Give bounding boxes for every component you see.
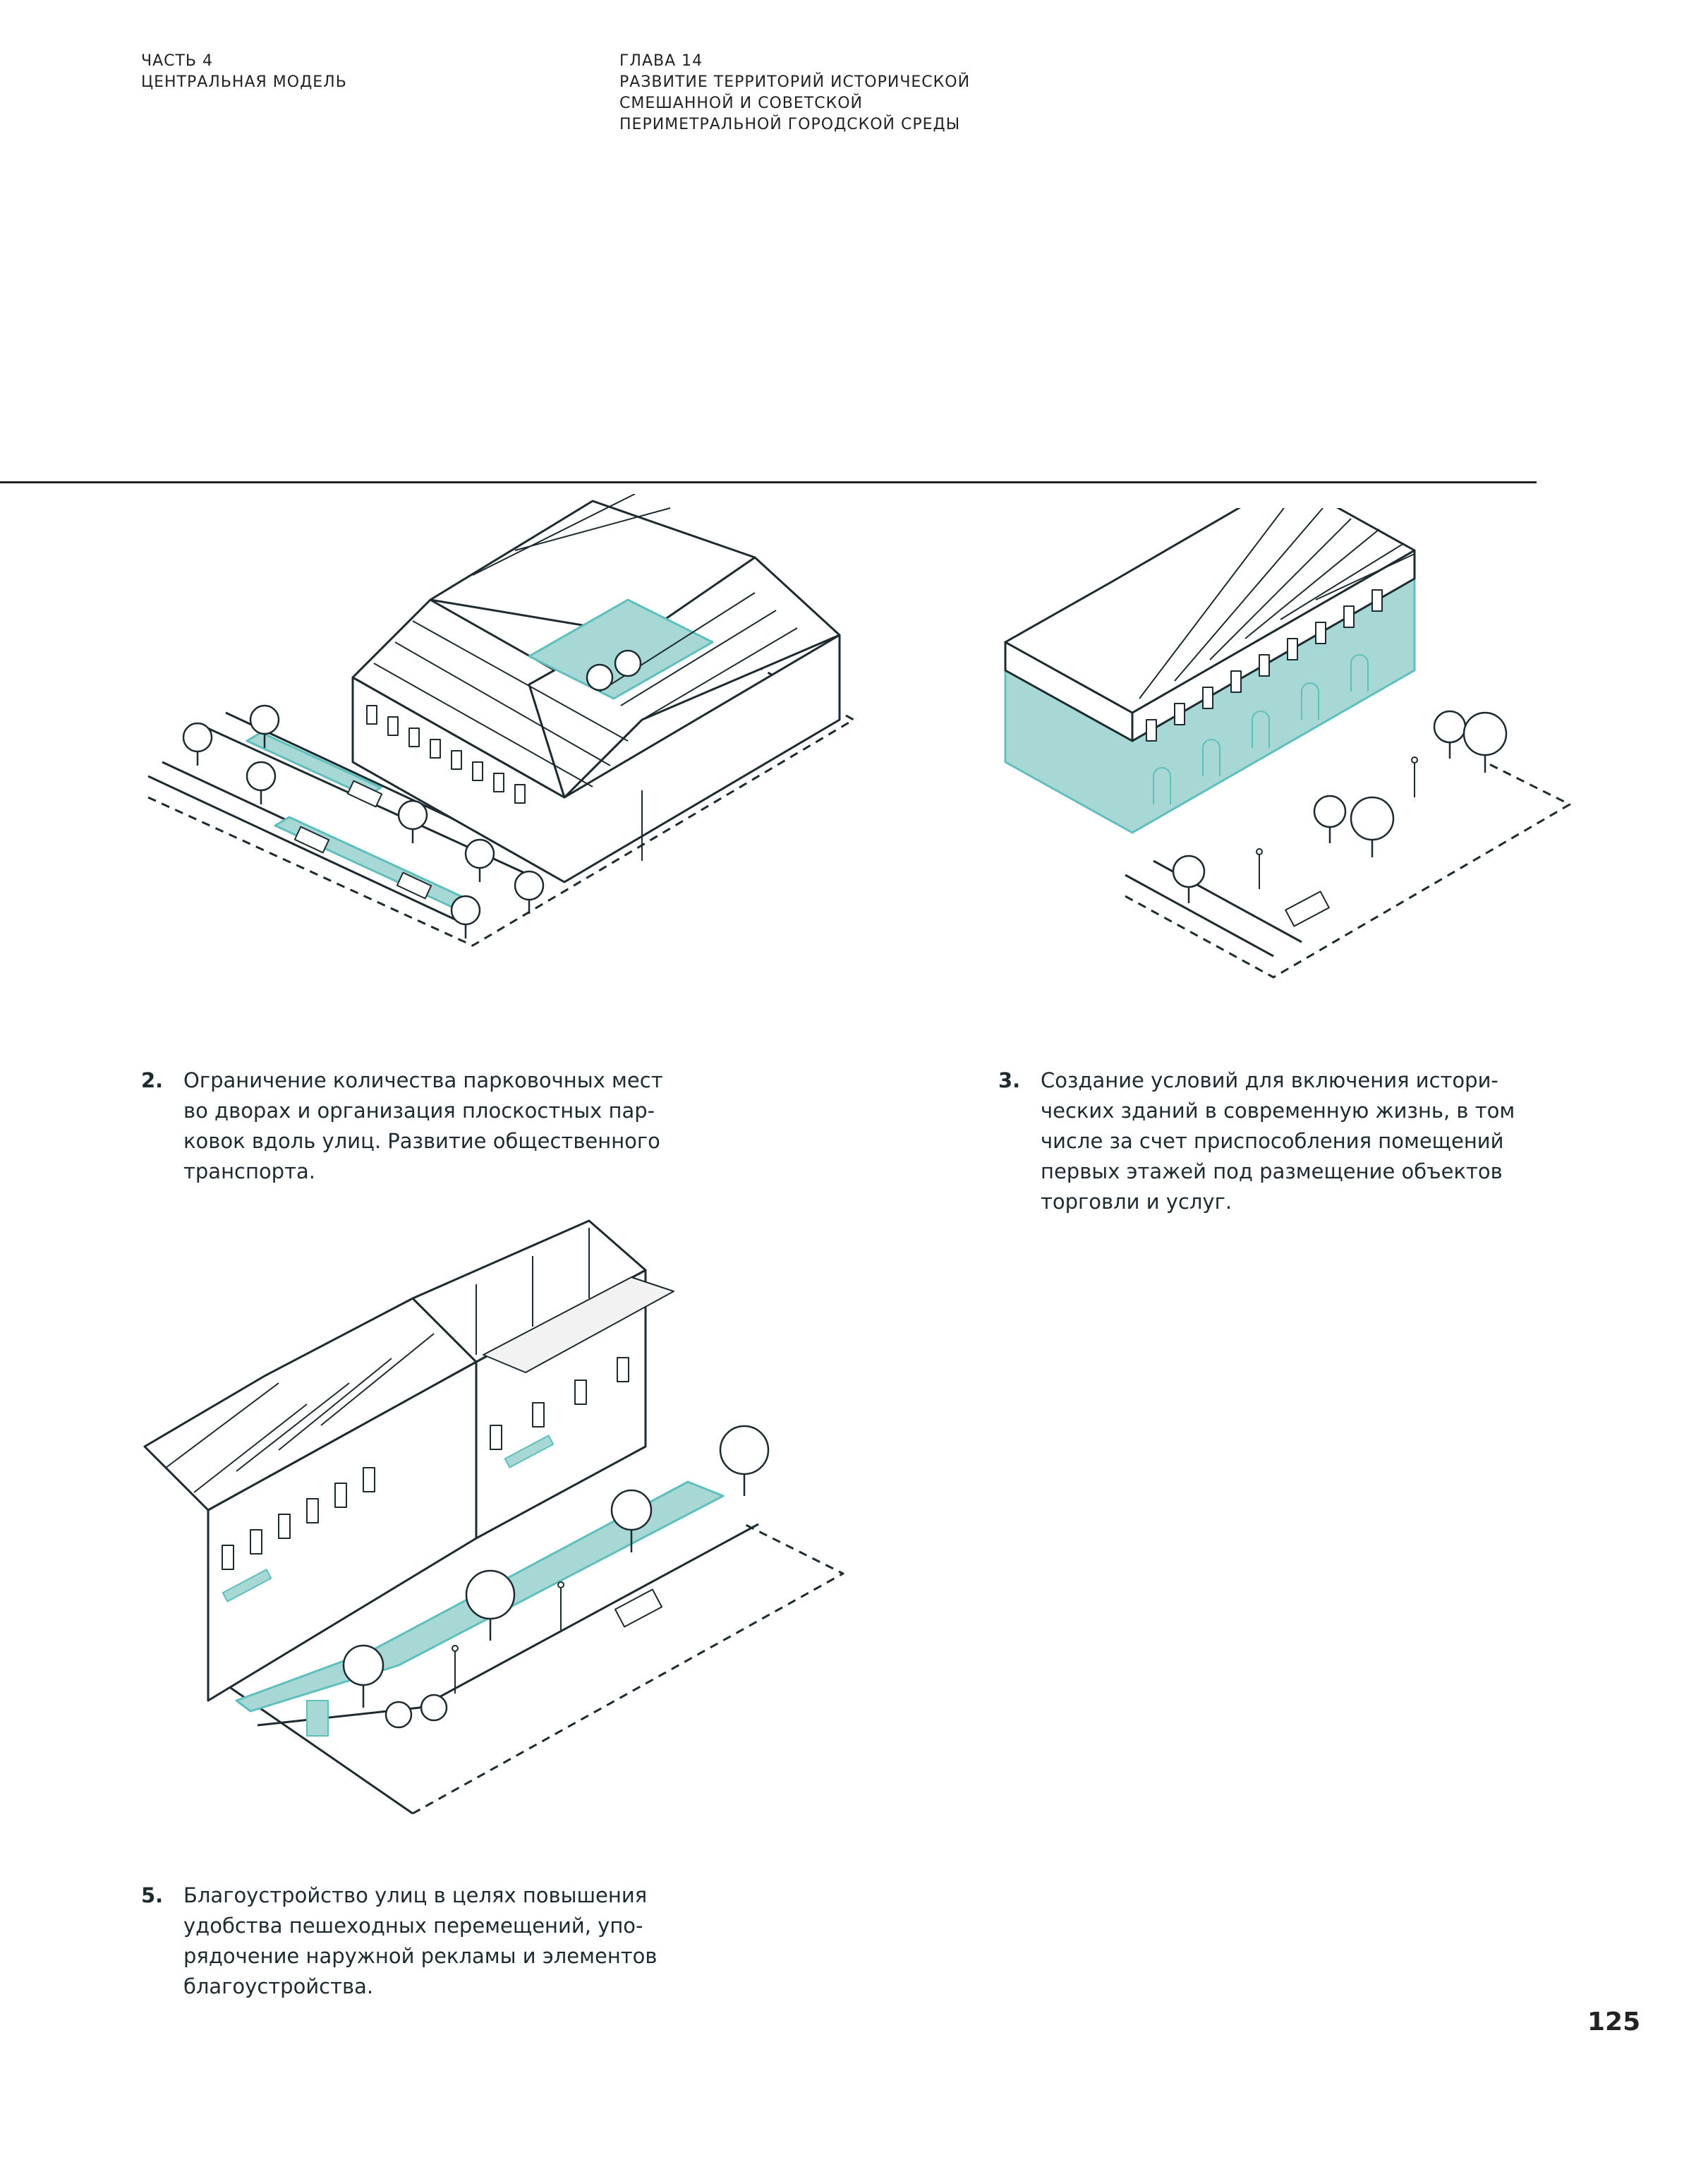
caption-line: благоустройства. — [183, 1974, 374, 1998]
caption-line: во дворах и организация плоскостных пар- — [183, 1099, 655, 1123]
caption-line: Ограничение количества парковочных мест — [183, 1068, 663, 1092]
caption-number: 3. — [998, 1068, 1021, 1092]
caption-line: числе за счет приспособления помещений — [1041, 1129, 1504, 1153]
caption-line: удобства пешеходных перемещений, упо- — [183, 1914, 643, 1938]
header-divider — [0, 481, 1537, 483]
caption-line: рядочение наружной рекламы и элементов — [183, 1944, 658, 1968]
caption-line: Благоустройство улиц в целях повышения — [183, 1883, 648, 1907]
caption-5: 5. Благоустройство улиц в целях повышени… — [141, 1881, 776, 2015]
caption-line: ковок вдоль улиц. Развитие общественного — [183, 1129, 660, 1153]
chapter-title-line-2: СМЕШАННОЙ И СОВЕТСКОЙ — [619, 95, 863, 112]
caption-line: Создание условий для включения истори- — [1041, 1068, 1498, 1092]
chapter-title-line-3: ПЕРИМЕТРАЛЬНОЙ ГОРОДСКОЙ СРЕДЫ — [619, 116, 961, 133]
chapter-number: ГЛАВА 14 — [619, 52, 703, 70]
running-header-part: ЧАСТЬ 4 ЦЕНТРАЛЬНАЯ МОДЕЛЬ — [141, 51, 347, 93]
caption-number: 5. — [141, 1883, 164, 1907]
part-number: ЧАСТЬ 4 — [141, 52, 214, 70]
running-header-chapter: ГЛАВА 14 РАЗВИТИЕ ТЕРРИТОРИЙ ИСТОРИЧЕСКО… — [619, 51, 970, 135]
part-title: ЦЕНТРАЛЬНАЯ МОДЕЛЬ — [141, 73, 347, 91]
illustration-street-improvement — [138, 1214, 850, 1828]
caption-line: торговли и услуг. — [1041, 1190, 1232, 1214]
illustration-courtyard-parking — [134, 494, 875, 953]
illustration-historic-ground-floor — [991, 508, 1584, 988]
caption-line: первых этажей под размещение объектов — [1041, 1159, 1503, 1183]
caption-line: транспорта. — [183, 1159, 315, 1183]
caption-number: 2. — [141, 1068, 164, 1092]
caption-3: 3. Создание условий для включения истори… — [998, 1066, 1633, 1228]
page-number: 125 — [1587, 2008, 1641, 2036]
caption-line: ческих зданий в современную жизнь, в том — [1041, 1099, 1515, 1123]
chapter-title-line-1: РАЗВИТИЕ ТЕРРИТОРИЙ ИСТОРИЧЕСКОЙ — [619, 73, 971, 91]
caption-2: 2. Ограничение количества парковочных ме… — [141, 1066, 776, 1200]
